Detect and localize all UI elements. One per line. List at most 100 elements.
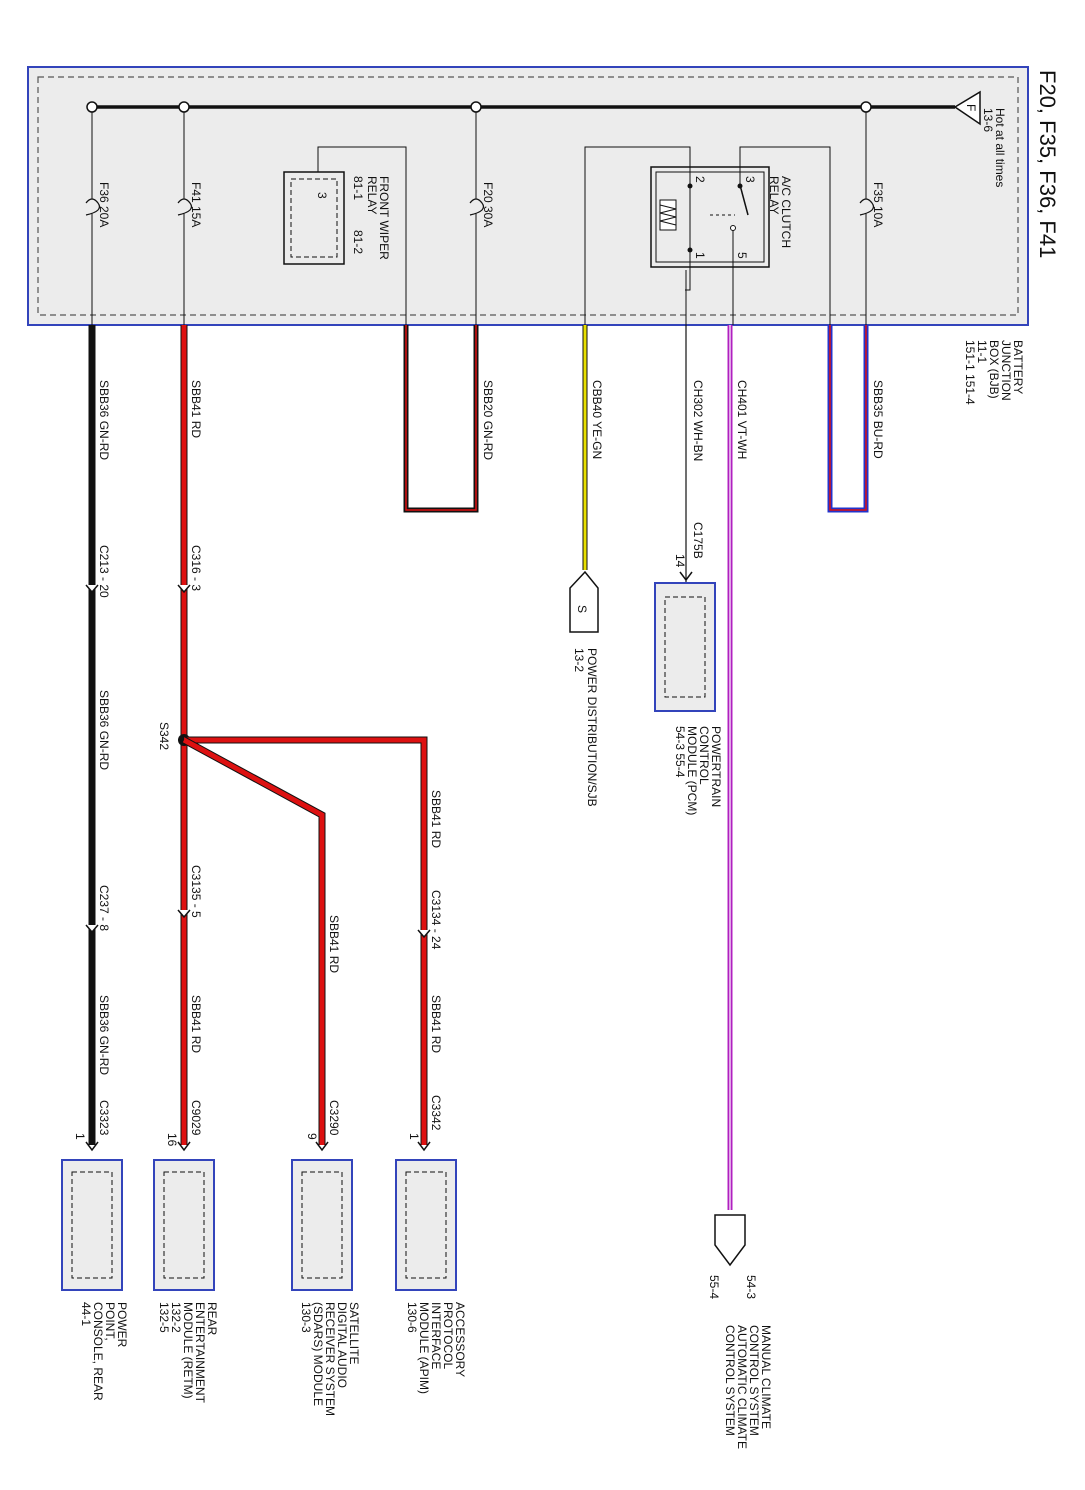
svg-text:11-1: 11-1 [975, 340, 989, 363]
circuit-ch401-label: CH401 VT-WH [735, 380, 749, 459]
hot-at-all-times-label: Hot at all times 13-6 [981, 108, 1007, 187]
climate-system-label: MANUAL CLIMATE CONTROL SYSTEM AUTOMATIC … [723, 1325, 773, 1449]
circuit-sbb41-label-2: SBB41 RD [429, 790, 443, 848]
svg-text:151-1 151-4: 151-1 151-4 [963, 340, 977, 405]
wiper-relay-pin-3: 3 [315, 192, 329, 199]
connector-c3135: C3135 - 5 [189, 865, 203, 918]
module-pcm-label: POWERTRAIN CONTROL MODULE (PCM) 54-3 55-… [673, 726, 723, 815]
svg-text:RELAY: RELAY [767, 176, 781, 214]
svg-text:INTERFACE: INTERFACE [429, 1302, 443, 1369]
connector-c3342: C3342 [429, 1095, 443, 1131]
circuit-sbb36-label-3: SBB36 GN-RD [97, 995, 111, 1075]
ac-relay-pin-3: 3 [743, 176, 757, 183]
connector-c316-symbol [177, 584, 191, 594]
wire-sbb41-sdars [182, 736, 326, 1145]
module-retm [153, 1159, 215, 1291]
diagram-title: F20, F35, F36, F41 [1035, 70, 1060, 258]
ac-relay-pin-5: 5 [735, 252, 749, 259]
svg-text:132-2: 132-2 [169, 1302, 183, 1333]
circuit-sbb41-label-5: SBB41 RD [189, 995, 203, 1053]
svg-text:REAR: REAR [205, 1302, 219, 1336]
climate-flag [714, 1214, 746, 1267]
svg-text:A/C CLUTCH: A/C CLUTCH [779, 176, 793, 248]
circuit-cbb40-label: CBB40 YE-GN [590, 380, 604, 459]
circuit-sbb41-label-1: SBB41 RD [189, 380, 203, 438]
circuit-sbb35-label: SBB35 BU-RD [871, 380, 885, 459]
module-sdars-label: SATELLITE DIGITAL AUDIO RECEIVER SYSTEM … [299, 1302, 361, 1416]
wire-sbb41-apim [184, 736, 428, 1145]
module-apim-label: ACCESSORY PROTOCOL INTERFACE MODULE (API… [405, 1302, 467, 1394]
connector-c3323-symbol [85, 1141, 99, 1152]
front-wiper-relay: 3 [283, 171, 345, 265]
connector-c213: C213 - 20 [97, 545, 111, 598]
fuse-f41-symbol [177, 198, 193, 216]
ac-clutch-relay-label: A/C CLUTCH RELAY [767, 176, 793, 248]
svg-text:CONSOLE, REAR: CONSOLE, REAR [91, 1302, 105, 1401]
svg-text:JUNCTION: JUNCTION [999, 340, 1013, 401]
svg-text:DIGITAL AUDIO: DIGITAL AUDIO [335, 1302, 349, 1388]
ground-flag-f: F [953, 90, 981, 126]
bus-node-f36 [86, 101, 98, 113]
module-pcm [654, 582, 716, 712]
connector-c3134: C3134 - 24 [429, 890, 443, 950]
fuse-f35-label: F35 10A [871, 182, 885, 227]
wire-sbb20-loop [403, 325, 479, 513]
module-apim [395, 1159, 457, 1291]
module-sdars [291, 1159, 353, 1291]
connector-c3323: C3323 [97, 1100, 111, 1136]
svg-text:AUTOMATIC CLIMATE: AUTOMATIC CLIMATE [735, 1325, 749, 1449]
ac-relay-feed [739, 146, 831, 325]
pds-flag-letter: S [575, 605, 589, 613]
svg-text:BATTERY: BATTERY [1011, 340, 1025, 394]
connector-c316: C316 - 3 [189, 545, 203, 591]
connector-c175b-pin: 14 [673, 554, 687, 568]
bus-node-f20 [470, 101, 482, 113]
fuse-f36-label: F36 20A [97, 182, 111, 227]
splice-s342-label: S342 [157, 722, 171, 750]
fuse-f36-symbol [85, 198, 101, 216]
connector-c3290: C3290 [327, 1100, 341, 1136]
connector-c3342-symbol [417, 1141, 431, 1152]
svg-text:F: F [964, 104, 978, 111]
svg-text:POWERTRAIN: POWERTRAIN [709, 726, 723, 807]
svg-text:POINT,: POINT, [103, 1302, 117, 1341]
ac-relay-coil-feed [584, 146, 691, 325]
connector-c213-symbol [85, 584, 99, 594]
svg-text:CONTROL SYSTEM: CONTROL SYSTEM [723, 1325, 737, 1436]
svg-text:44-1: 44-1 [79, 1302, 93, 1326]
svg-text:Hot at all times: Hot at all times [993, 108, 1007, 187]
svg-text:POWER: POWER [115, 1302, 129, 1348]
circuit-sbb36-label-2: SBB36 GN-RD [97, 690, 111, 770]
bjb-dashed-border [37, 76, 1019, 316]
fuse-f41-label: F41 15A [189, 182, 203, 227]
ac-relay-pin-2: 2 [693, 176, 707, 183]
module-retm-label: REAR ENTERTAINMENT MODULE (RETM) 132-2 1… [157, 1302, 219, 1404]
wiper-relay-ref-81-1: 81-1 [351, 176, 365, 200]
climate-ref-54-3: 54-3 [744, 1275, 758, 1299]
svg-text:BOX (BJB): BOX (BJB) [987, 340, 1001, 399]
svg-text:RECEIVER SYSTEM: RECEIVER SYSTEM [323, 1302, 337, 1416]
circuit-sbb41-label-3: SBB41 RD [429, 995, 443, 1053]
pds-name: POWER DISTRIBUTION/SJB [585, 648, 599, 807]
svg-text:132-5: 132-5 [157, 1302, 171, 1333]
circuit-ch302-label: CH302 WH-BN [691, 380, 705, 461]
svg-text:MANUAL CLIMATE: MANUAL CLIMATE [759, 1325, 773, 1429]
connector-c3290-pin: 9 [305, 1133, 319, 1140]
climate-ref-55-4: 55-4 [707, 1275, 721, 1299]
svg-text:MODULE (APIM): MODULE (APIM) [417, 1302, 431, 1394]
fuse-f20-label: F20 30A [481, 182, 495, 227]
connector-c175b: C175B [691, 522, 705, 559]
svg-text:SATELLITE: SATELLITE [347, 1302, 361, 1364]
connector-c3290-symbol [315, 1141, 329, 1152]
connector-c3134-symbol [417, 929, 431, 939]
svg-text:(SDARS) MODULE: (SDARS) MODULE [311, 1302, 325, 1406]
pds-ref: 13-2 [572, 648, 586, 672]
svg-text:54-3 55-4: 54-3 55-4 [673, 726, 687, 778]
connector-c9029-pin: 16 [165, 1133, 179, 1147]
pds-flag [569, 570, 599, 633]
svg-text:RELAY: RELAY [365, 176, 379, 214]
ac-relay-pin-1: 1 [693, 252, 707, 259]
svg-text:MODULE (PCM): MODULE (PCM) [685, 726, 699, 815]
module-power-point [61, 1159, 123, 1291]
